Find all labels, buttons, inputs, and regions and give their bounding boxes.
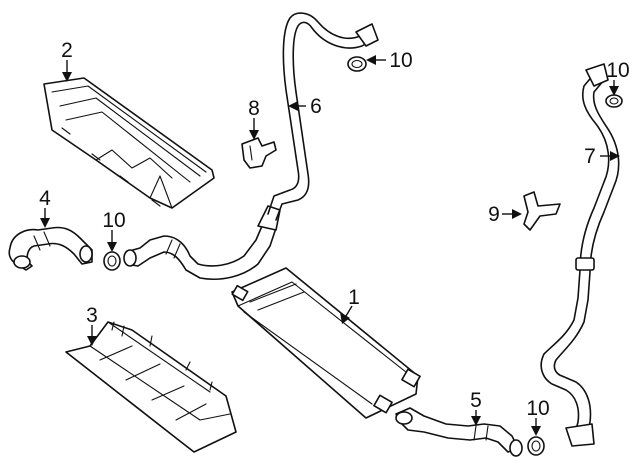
callout-label-3: 3	[86, 304, 98, 327]
part-10-oring-c	[605, 94, 623, 108]
callout-label-8: 8	[248, 97, 260, 120]
part-10-oring-b	[347, 56, 367, 72]
part-6-pipe	[267, 12, 379, 221]
part-10-oring-a	[103, 251, 121, 271]
part-7-pipe	[540, 63, 620, 447]
callout-label-2: 2	[61, 39, 73, 62]
callout-label-1: 1	[348, 286, 360, 309]
callout-label-10-top-center: 10	[389, 49, 412, 72]
hose-center-left	[123, 205, 281, 280]
callout-label-6: 6	[310, 95, 322, 118]
part-8-bracket	[241, 137, 277, 169]
callout-label-7: 7	[584, 145, 596, 168]
part-1-cooler	[231, 267, 421, 419]
callout-label-10-top-right: 10	[606, 59, 629, 82]
callout-label-5: 5	[470, 389, 482, 412]
part-10-oring-d	[527, 436, 545, 456]
callout-leaders	[40, 55, 620, 436]
part-9-clip	[523, 191, 561, 231]
callout-label-10-bottom-right: 10	[526, 397, 549, 420]
part-4-hose	[8, 226, 93, 271]
callout-label-9: 9	[488, 203, 500, 226]
callout-label-10-left: 10	[102, 209, 125, 232]
callout-label-4: 4	[39, 187, 51, 210]
part-2-upper-duct	[43, 77, 215, 209]
part-5-hose	[395, 407, 523, 457]
